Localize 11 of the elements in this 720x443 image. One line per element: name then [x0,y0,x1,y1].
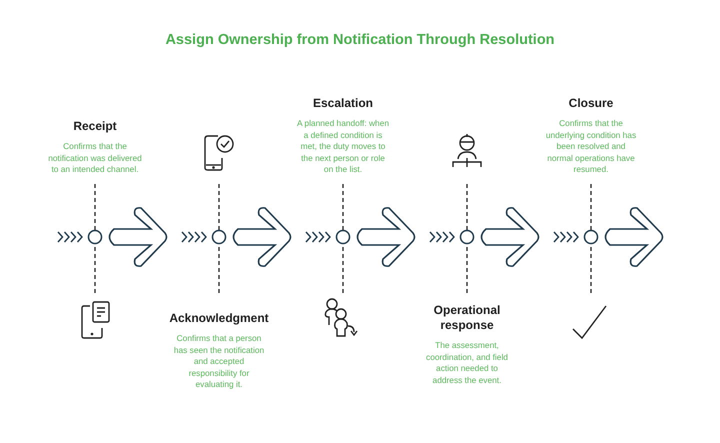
title: Assign Ownership from Notification Through Resolution [164,32,556,48]
stage-description: A planned handoff: when a defined condition is met, the duty moves to the next person or role on the list. [296,118,390,176]
stage-description: Confirms that a person has seen the notification and accepted responsibility for evaluating it. [172,333,266,391]
stage-heading: Escalation [312,96,374,112]
stage-description: Confirms that the notification was delivered to an intended channel. [47,141,143,176]
stage-heading: Acknowledgment [168,311,270,326]
stage-heading: Operational response [432,303,502,333]
stage-heading: Receipt [72,119,118,134]
stage-description: The assessment, coordination, and field action needed to address the event. [425,340,509,386]
stage-heading: Closure [568,96,614,112]
stage-description: Confirms that the underlying condition has been resolved and normal operations have resumed. [544,118,638,176]
